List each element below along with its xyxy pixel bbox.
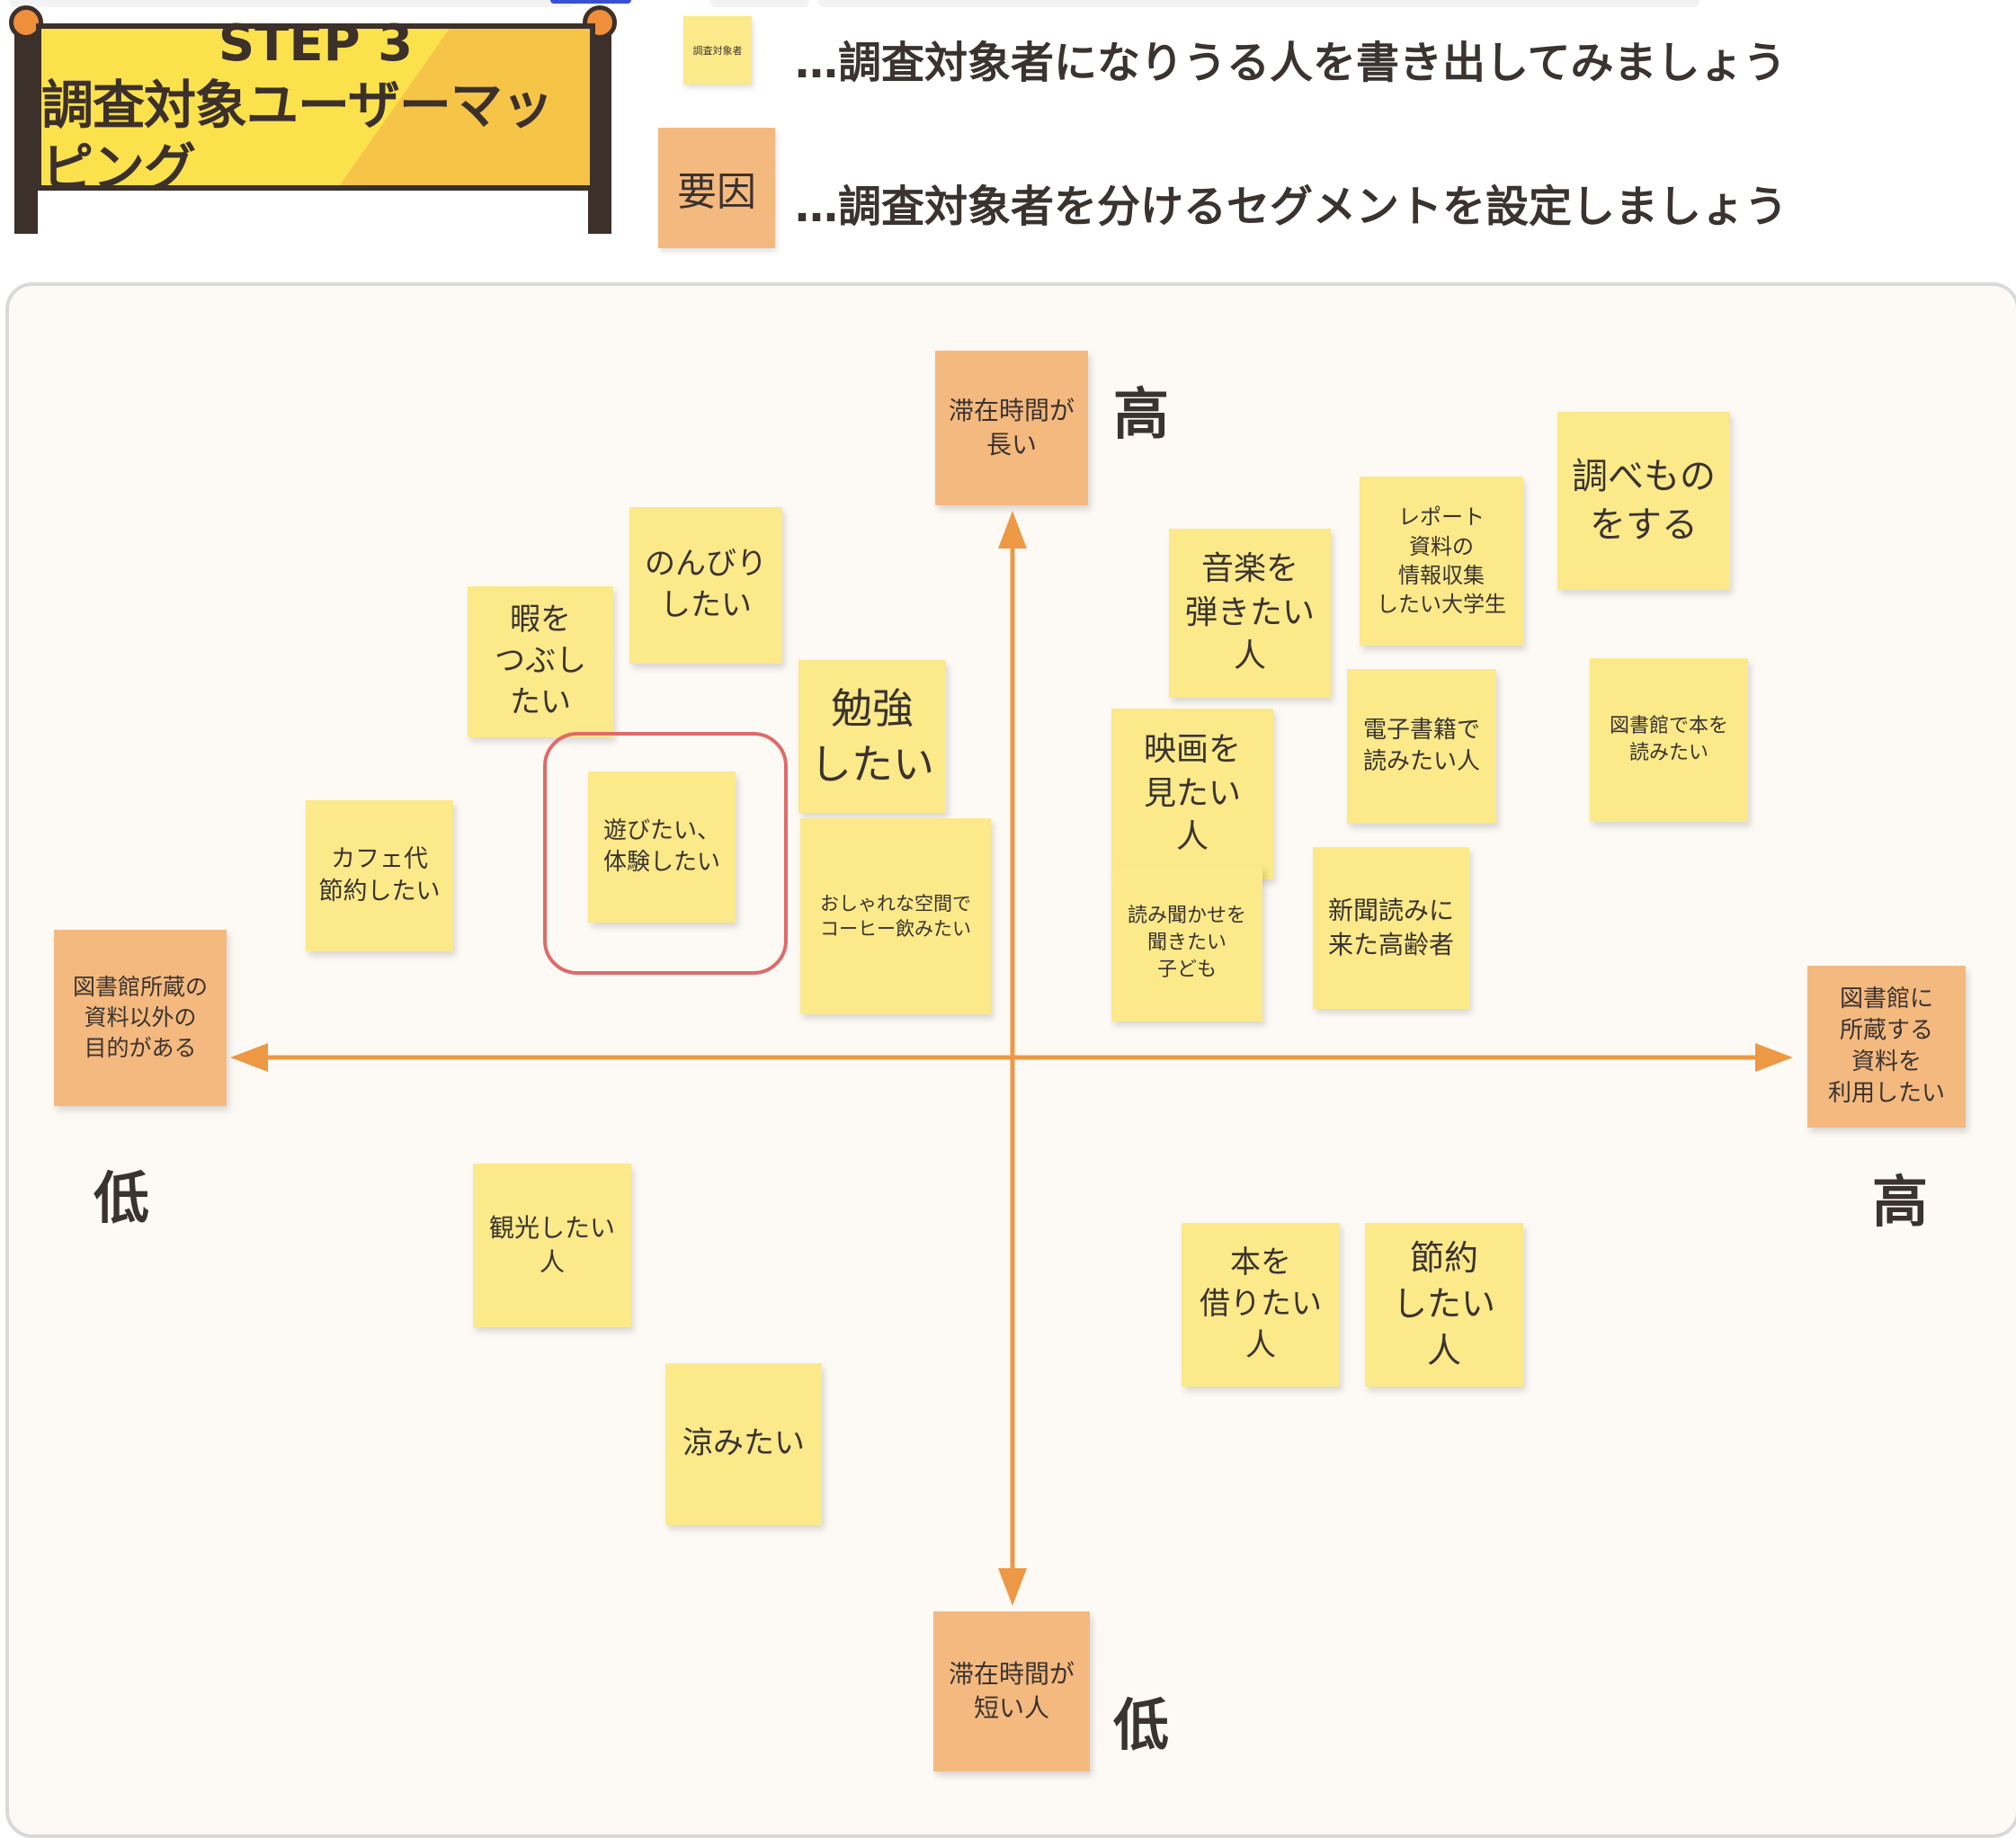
axis-top-factor-sticky[interactable]: 滞在時間が 長い [935,351,1088,505]
legend-orange-label: 要因 [677,169,756,215]
axis-bottom-label: 低 [1113,1692,1170,1758]
axis-left-label: 低 [94,1165,150,1231]
legend-yellow-sticky[interactable]: 調査対象者 [683,16,752,85]
sticky-toshokan-honwo[interactable]: 図書館で本を 読みたい [1590,658,1748,822]
top-toolbar-strip [0,0,2016,7]
sticky-kankou[interactable]: 観光したい 人 [473,1164,631,1327]
sticky-nonbiri[interactable]: のんびり したい [629,507,782,664]
sticky-shinbun[interactable]: 新聞読みに 来た高齢者 [1313,847,1469,1009]
axis-left-factor-sticky[interactable]: 図書館所蔵の 資料以外の 目的がある [54,930,227,1106]
axis-right-factor-sticky[interactable]: 図書館に 所蔵する 資料を 利用したい [1807,966,1966,1128]
sticky-yomikikase[interactable]: 読み聞かせを 聞きたい 子ども [1111,865,1262,1022]
axis-bottom-factor-sticky[interactable]: 滞在時間が 短い人 [933,1611,1090,1771]
sticky-cafe[interactable]: カフェ代 節約したい [306,800,453,951]
sticky-denshi[interactable]: 電子書籍で 読みたい人 [1347,669,1496,824]
axis-arrow-down [998,1568,1027,1606]
sticky-suzumi[interactable]: 涼みたい [665,1363,822,1525]
sticky-setsuyaku[interactable]: 節約 したい 人 [1365,1223,1523,1387]
sticky-hima[interactable]: 暇を つぶし たい [468,586,613,737]
axis-arrow-left [230,1043,268,1072]
sticky-report[interactable]: レポート 資料の 情報収集 したい大学生 [1360,477,1523,646]
highlight-circle [543,732,788,975]
axis-top-label: 高 [1113,381,1170,447]
sticky-eiga[interactable]: 映画を 見たい 人 [1111,709,1273,879]
sticky-hon-karitai[interactable]: 本を 借りたい 人 [1182,1223,1340,1387]
legend-yellow-description: …調査対象者になりうる人を書き出してみましょう [795,38,1787,88]
step-sign-board: STEP 3 調査対象ユーザーマッピング [36,14,595,199]
legend-orange-description: …調査対象者を分けるセグメントを設定しましょう [795,182,1789,232]
sticky-asobitai[interactable]: 遊びたい、 体験したい [588,772,736,923]
axis-arrow-right [1755,1043,1793,1072]
legend-orange-sticky[interactable]: 要因 [658,128,775,248]
step-title: 調査対象ユーザーマッピング [41,75,554,199]
sticky-benkyou[interactable]: 勉強 したい [798,660,946,813]
step-sign: STEP 3 調査対象ユーザーマッピング [9,0,620,243]
axis-arrow-up [998,511,1027,549]
sticky-oshare[interactable]: おしゃれな空間で コーヒー飲みたい [800,818,991,1014]
axis-right-label: 高 [1872,1169,1929,1235]
legend-yellow-label: 調査対象者 [692,45,743,57]
sticky-ongaku[interactable]: 音楽を 弾きたい 人 [1169,529,1331,698]
step-number: STEP 3 [218,14,414,73]
sticky-shirabemono[interactable]: 調べもの をする [1557,412,1730,590]
